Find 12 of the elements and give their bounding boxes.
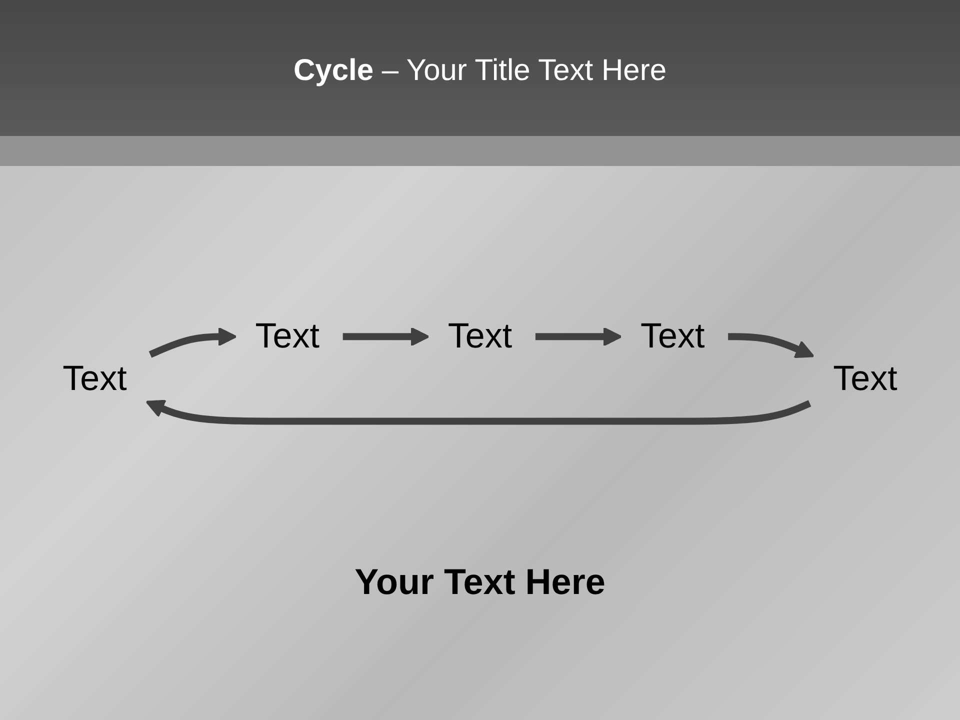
center-text: Your Text Here (354, 560, 606, 604)
arrow (535, 327, 622, 346)
arrow (148, 327, 237, 358)
arrow (728, 333, 814, 358)
step-label: Text (255, 317, 320, 356)
arrow (342, 327, 430, 346)
step-label: Text (62, 360, 127, 398)
slide-title: Cycle – Your Title Text Here (293, 54, 667, 87)
step-label: Text (833, 360, 898, 398)
arrow (146, 400, 812, 425)
step-label: Text (448, 317, 512, 356)
step-label: Text (640, 317, 705, 356)
